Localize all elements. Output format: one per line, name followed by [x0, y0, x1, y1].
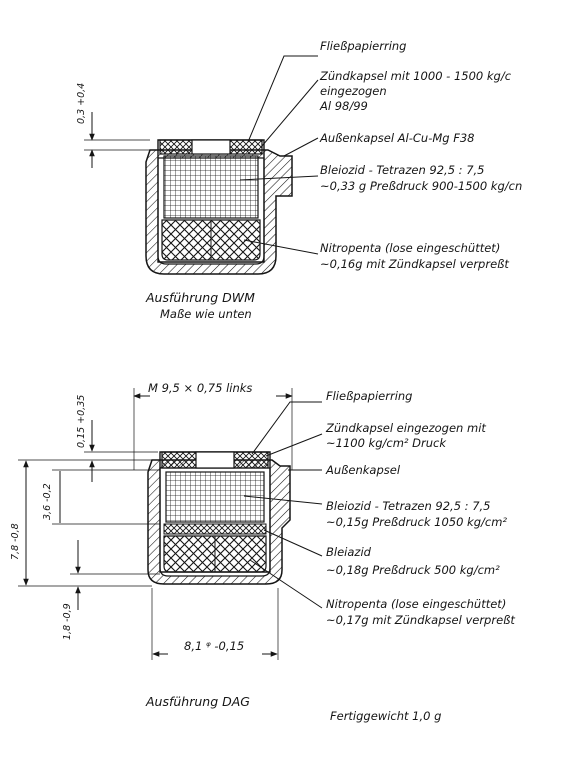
bottom-label-cap-1: Zündkapsel eingezogen mit [325, 421, 486, 435]
top-label-primer-2: ~0,33 g Preßdruck 900-1500 kg/cn [320, 179, 522, 193]
top-label-cap-2: eingezogen [320, 84, 387, 98]
top-label-petn-2: ~0,16g mit Zündkapsel verpreßt [320, 257, 509, 271]
bottom-lead-azide-charge [163, 523, 267, 535]
bottom-label-azide-1: Bleiazid [326, 545, 372, 559]
top-label-cap-1: Zündkapsel mit 1000 - 1500 kg/c [319, 69, 512, 83]
top-primer-charge [163, 155, 259, 219]
bottom-label-outer: Außenkapsel [325, 463, 401, 477]
bottom-label-primer-1: Bleiozid - Tetrazen 92,5 : 7,5 [326, 499, 490, 513]
bottom-dim-bottom: 1,8 -0,9 [62, 603, 73, 640]
bottom-primer-charge [165, 471, 265, 523]
top-label-outer-capsule: Außenkapsel Al-Cu-Mg F38 [319, 131, 475, 145]
bottom-thread-label: M 9,5 × 0,75 links [148, 381, 252, 395]
top-detonator-drawing [84, 55, 319, 275]
top-caption: Ausführung DWM [145, 290, 255, 305]
top-label-paper-ring: Fließpapierring [320, 39, 406, 53]
bottom-detonator-drawing [18, 388, 323, 660]
bottom-label-petn-2: ~0,17g mit Zündkapsel verpreßt [326, 613, 515, 627]
bottom-label-primer-2: ~0,15g Preßdruck 1050 kg/cm² [326, 515, 507, 529]
bottom-label-azide-2: ~0,18g Preßdruck 500 kg/cm² [326, 563, 500, 577]
top-label-petn-1: Nitropenta (lose eingeschüttet) [320, 241, 500, 255]
bottom-dim-inner-height: 3,6 -0,2 [42, 483, 53, 520]
bottom-dim-diameter: 8,1 ᵠ -0,15 [184, 639, 244, 653]
bottom-caption: Ausführung DAG [145, 694, 250, 709]
bottom-label-petn-1: Nitropenta (lose eingeschüttet) [326, 597, 506, 611]
top-label-primer-1: Bleiozid - Tetrazen 92,5 : 7,5 [320, 163, 484, 177]
bottom-dim-total-height: 7,8 -0,8 [10, 523, 21, 560]
top-dim-cap-height: 0,3 +0,4 [76, 83, 87, 124]
top-subcaption: Maße wie unten [160, 307, 252, 321]
bottom-label-paper-ring: Fließpapierring [326, 389, 412, 403]
top-label-cap-3: Al 98/99 [319, 99, 368, 113]
bottom-weight: Fertiggewicht 1,0 g [330, 709, 441, 723]
bottom-dim-cap-top: 0,15 +0,35 [76, 395, 87, 448]
bottom-label-cap-2: ~1100 kg/cm² Druck [326, 436, 447, 450]
